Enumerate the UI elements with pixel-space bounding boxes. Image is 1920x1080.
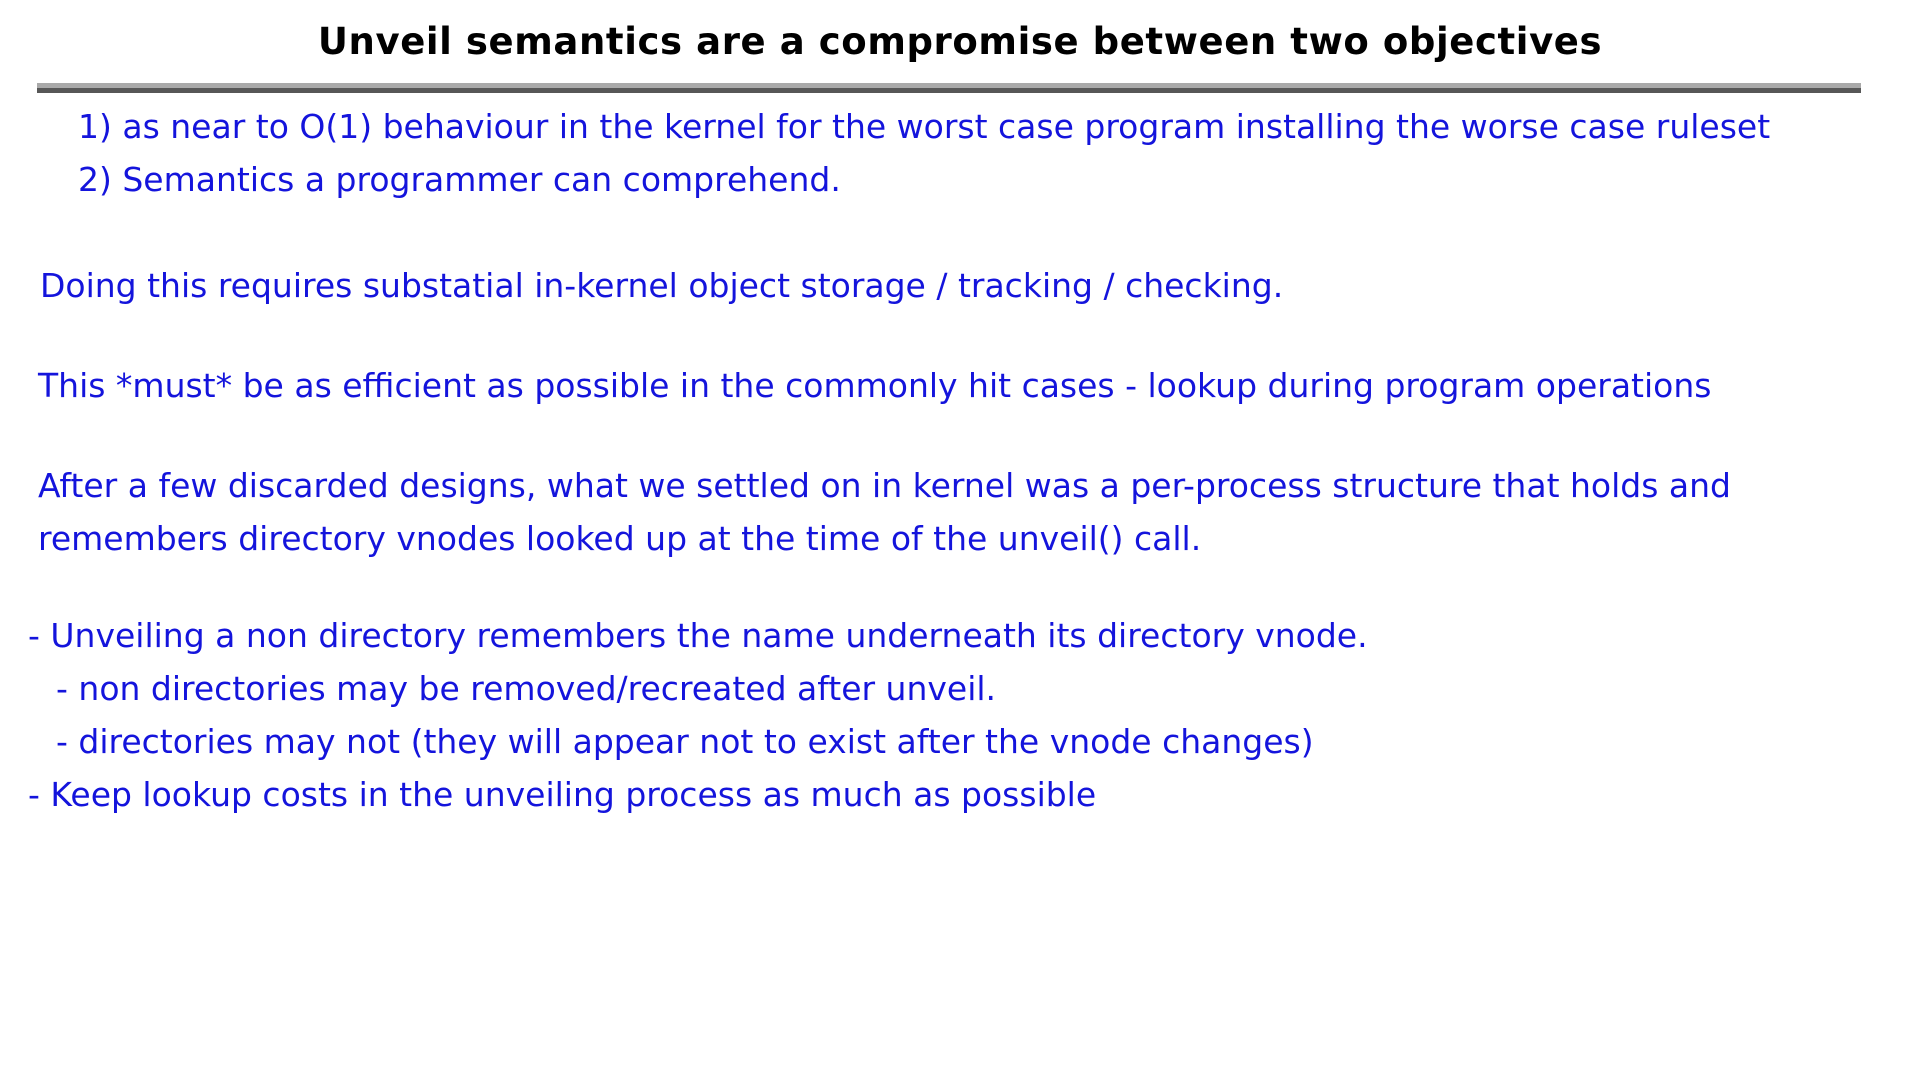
title-divider bbox=[37, 83, 1861, 93]
bullet-directories-may-not: - directories may not (they will appear … bbox=[56, 722, 1314, 761]
bullet-unveiling-non-directory: - Unveiling a non directory remembers th… bbox=[28, 616, 1368, 655]
paragraph-storage: Doing this requires substatial in-kernel… bbox=[40, 266, 1284, 305]
spacer-after-design bbox=[28, 565, 1898, 609]
bullet-keep-lookup-costs: - Keep lookup costs in the unveiling pro… bbox=[28, 775, 1097, 814]
divider-shadow bbox=[37, 88, 1861, 93]
divider-highlight bbox=[37, 83, 1861, 88]
objective-two: 2) Semantics a programmer can comprehend… bbox=[78, 160, 841, 199]
objective-one: 1) as near to O(1) behaviour in the kern… bbox=[78, 107, 1771, 146]
spacer-after-efficiency bbox=[28, 412, 1898, 459]
slide-body: 1) as near to O(1) behaviour in the kern… bbox=[28, 100, 1898, 821]
paragraph-efficiency: This *must* be as efficient as possible … bbox=[38, 366, 1712, 405]
spacer-after-storage bbox=[28, 312, 1898, 359]
bullet-non-directories-removed: - non directories may be removed/recreat… bbox=[56, 669, 997, 708]
spacer-after-objectives bbox=[28, 206, 1898, 259]
paragraph-design: After a few discarded designs, what we s… bbox=[38, 466, 1742, 558]
page-title: Unveil semantics are a compromise betwee… bbox=[317, 20, 1603, 63]
